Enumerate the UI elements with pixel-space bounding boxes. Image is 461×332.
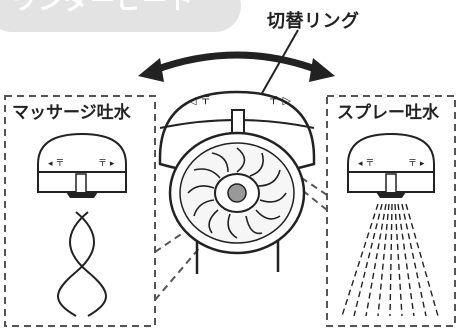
spray-showerhead: ◂ 〒 〒 ▸ — [347, 132, 435, 198]
svg-text:◂ 〒: ◂ 〒 — [48, 159, 64, 169]
svg-text:◁ 〒: ◁ 〒 — [188, 94, 211, 107]
spray-mode-label: スプレー吐水 — [334, 98, 442, 123]
massage-showerhead: ◂ 〒 〒 ▸ — [37, 132, 127, 198]
spray-stream — [341, 203, 439, 317]
svg-text:〒 ▷: 〒 ▷ — [268, 94, 291, 107]
svg-text:◂ 〒: ◂ 〒 — [358, 159, 374, 169]
main-showerhead: ◁ 〒 〒 ▷ — [158, 90, 316, 274]
rotate-arrow-icon — [138, 51, 335, 82]
massage-panel — [4, 95, 156, 327]
massage-mode-label: マッサージ吐水 — [9, 98, 134, 123]
svg-text:〒 ▸: 〒 ▸ — [98, 159, 115, 169]
title-text: ワンダービート — [12, 0, 195, 15]
title-banner: ワンダービート — [0, 0, 241, 32]
svg-text:〒 ▸: 〒 ▸ — [408, 159, 425, 169]
massage-stream — [57, 211, 107, 317]
ring-callout-label: 切替リング — [267, 11, 360, 32]
spray-panel — [326, 95, 456, 327]
